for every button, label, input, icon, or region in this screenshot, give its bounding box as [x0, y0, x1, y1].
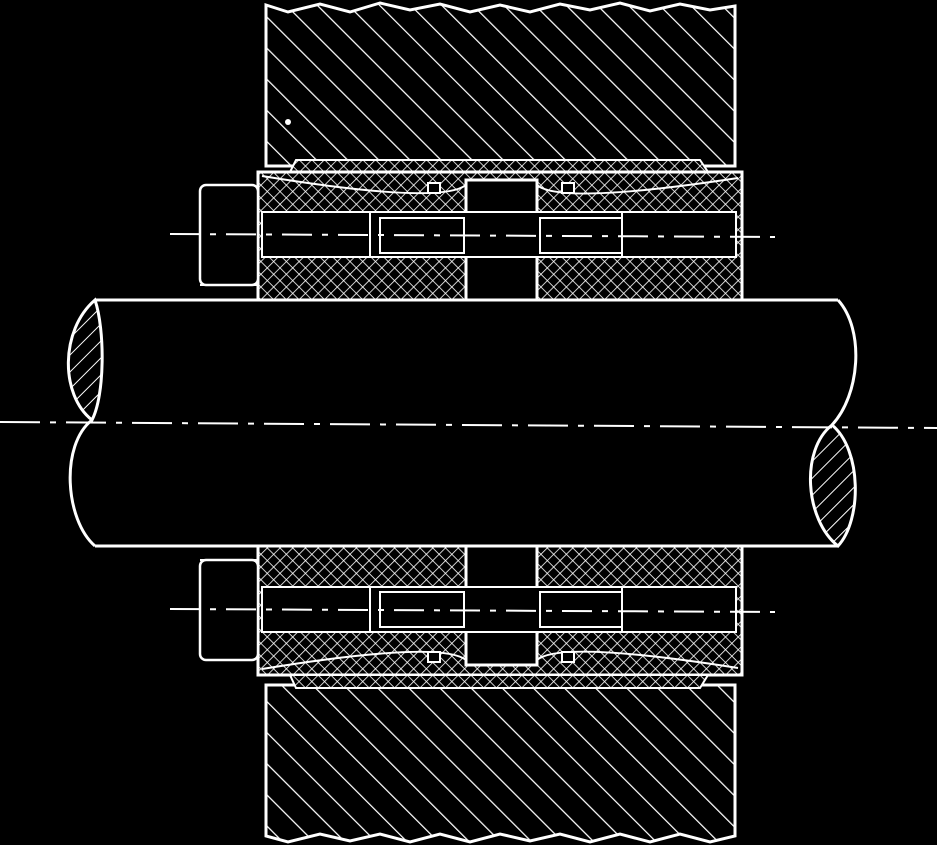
locking-assembly-top	[256, 159, 744, 302]
hub-housing-top	[264, 1, 737, 168]
shaft	[66, 297, 858, 549]
housing-mark	[285, 119, 291, 125]
locking-assembly-bottom	[256, 544, 744, 689]
screw-axis-top	[169, 233, 776, 238]
screw-axis-bottom	[169, 608, 776, 613]
screw-bore-top	[261, 211, 737, 258]
screw-bore-bottom	[261, 586, 737, 633]
center-lines	[0, 233, 937, 613]
hub-housing-bottom	[264, 683, 737, 844]
shaft-axis-line	[0, 421, 937, 429]
shaft-break-right	[808, 423, 857, 549]
